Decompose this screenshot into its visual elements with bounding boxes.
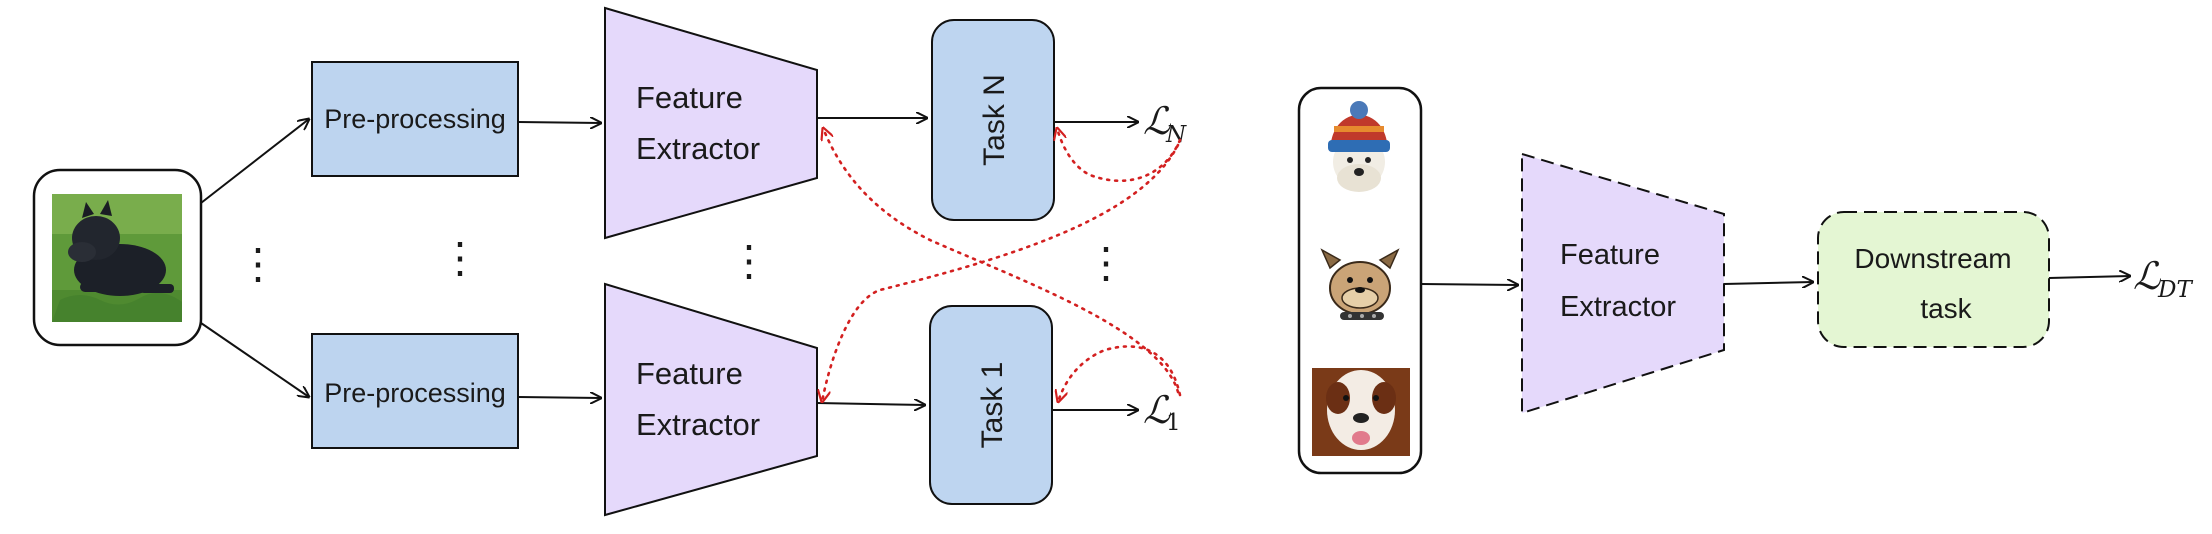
gradient-arrow-ln-to-extractor-bottom <box>822 143 1180 402</box>
feature-extractor-label-line2: Extractor <box>1560 291 1676 323</box>
loss-symbol: ℒ <box>1143 388 1172 432</box>
feature-extractor-label-line2: Extractor <box>636 407 760 442</box>
gradient-arrow-ln-to-task-n <box>1057 128 1182 183</box>
loss-1: ℒ 1 <box>1143 388 1181 436</box>
arrow-extractor-to-task-bottom <box>816 403 925 405</box>
loss-n: ℒ N <box>1143 99 1187 148</box>
arrow-task-to-loss-dt <box>2048 276 2130 278</box>
feature-extractor-label-line2: Extractor <box>636 131 760 166</box>
gradient-arrows <box>822 128 1182 402</box>
arrow-image-to-preprocess-top <box>200 119 309 204</box>
downstream-task-box: Downstream task <box>1817 211 2050 348</box>
ellipsis-vertical: ⋮ <box>728 237 770 284</box>
preprocessing-box-top: Pre-processing <box>311 61 519 177</box>
loss-subscript: 1 <box>1166 410 1181 436</box>
preprocessing-box-bottom: Pre-processing <box>311 333 519 449</box>
loss-subscript: N <box>1165 122 1187 148</box>
ellipsis-vertical: ⋮ <box>1085 239 1127 286</box>
gradient-arrow-l1-to-task-1 <box>1058 345 1182 402</box>
gradient-arrow-l1-to-extractor-top <box>823 128 1180 394</box>
preprocessing-label: Pre-processing <box>324 104 506 134</box>
loss-subscript: DT <box>2157 277 2193 303</box>
cartoon-bulldog-image <box>1320 248 1400 320</box>
task-1-label: Task 1 <box>976 362 1009 449</box>
input-dog-image <box>52 194 182 322</box>
ellipsis-vertical: ⋮ <box>439 234 481 281</box>
ellipsis-vertical: ⋮ <box>237 240 279 287</box>
loss-symbol: ℒ <box>1143 99 1172 143</box>
feature-extractor-label-line1: Feature <box>636 80 743 115</box>
task-box-bottom: Task 1 <box>929 305 1053 505</box>
saint-bernard-image <box>1312 368 1410 456</box>
task-n-label: Task N <box>978 74 1011 166</box>
loss-dt: ℒ DT <box>2133 254 2193 303</box>
downstream-task-label-line1: Downstream <box>1854 243 2011 274</box>
feature-extractor-label-line1: Feature <box>1560 239 1660 271</box>
loss-symbol: ℒ <box>2133 254 2162 298</box>
arrow-preprocess-to-extractor-top <box>517 122 601 123</box>
downstream-task-label-line2: task <box>1920 293 1972 324</box>
dog-with-hat-image <box>1328 101 1390 192</box>
arrow-image-to-preprocess-bottom <box>200 322 309 397</box>
downstream-feature-extractor: Feature Extractor <box>1521 152 1725 415</box>
task-box-top: Task N <box>931 19 1055 221</box>
arrow-preprocess-to-extractor-bottom <box>517 397 601 398</box>
feature-extractor-top: Feature Extractor <box>604 6 818 240</box>
feature-extractor-label-line1: Feature <box>636 356 743 391</box>
preprocessing-label: Pre-processing <box>324 378 506 408</box>
feature-extractor-bottom: Feature Extractor <box>604 282 818 517</box>
arrow-extractor-to-downstream-task <box>1723 282 1813 284</box>
arrow-images-to-extractor <box>1420 284 1518 285</box>
